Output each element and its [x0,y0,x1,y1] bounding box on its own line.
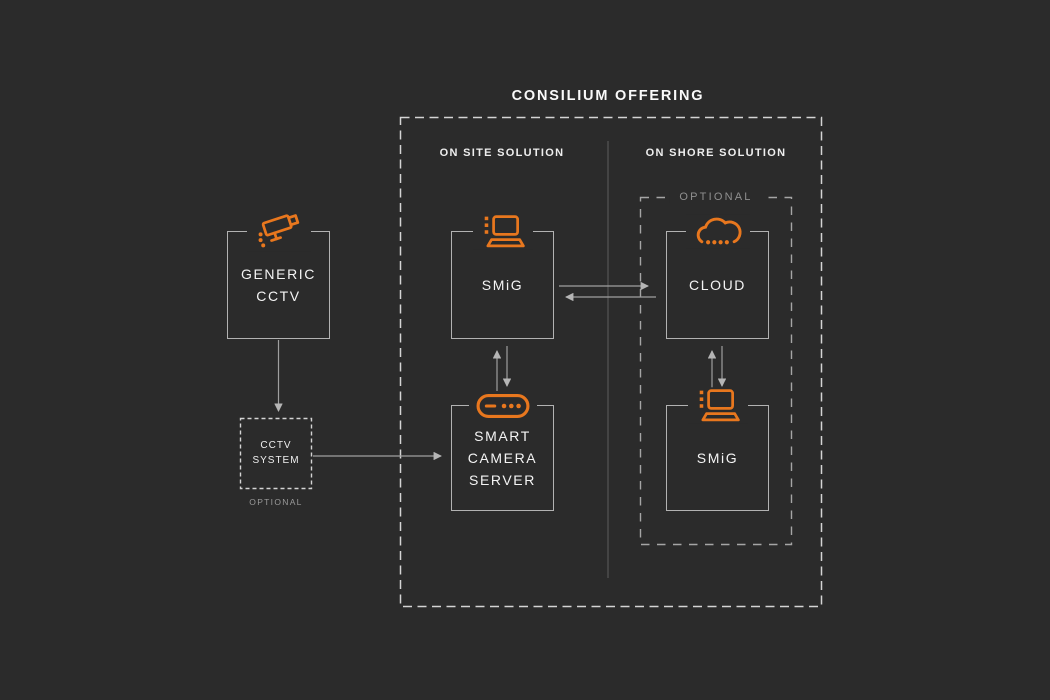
smart-camera-server-label: SMART CAMERA SERVER [467,428,538,488]
node-cloud: CLOUD [666,214,769,339]
diagram-title: CONSILIUM OFFERING [511,88,705,104]
cloud-label: CLOUD [688,277,746,293]
on-shore-solution-label: ON SHORE SOLUTION [645,147,787,159]
optional-zone-label: OPTIONAL [669,191,763,203]
generic-cctv-label: GENERIC CCTV [241,266,316,304]
consilium-offering-frame [399,116,823,608]
cloud-icon [685,214,750,249]
cctv-camera-icon [246,211,311,252]
laptop-icon [687,387,748,424]
node-smig-onsite: SMiG [451,213,554,339]
cctv-system-optional-caption: OPTIONAL [249,497,303,507]
node-cctv-system: CCTV SYSTEM [240,418,312,488]
node-generic-cctv: GENERIC CCTV [227,211,330,339]
laptop-icon [472,213,533,250]
on-site-solution-label: ON SITE SOLUTION [439,147,565,159]
cctv-system-frame [239,417,313,490]
smig-onsite-label: SMiG [481,277,524,293]
optional-zone-frame [639,196,793,546]
node-smig-onshore: SMiG [666,387,769,511]
server-icon [468,393,537,419]
cctv-system-label: CCTV SYSTEM [252,440,300,466]
node-smart-camera-server: SMART CAMERA SERVER [451,393,554,511]
smig-onshore-label: SMiG [696,450,739,466]
